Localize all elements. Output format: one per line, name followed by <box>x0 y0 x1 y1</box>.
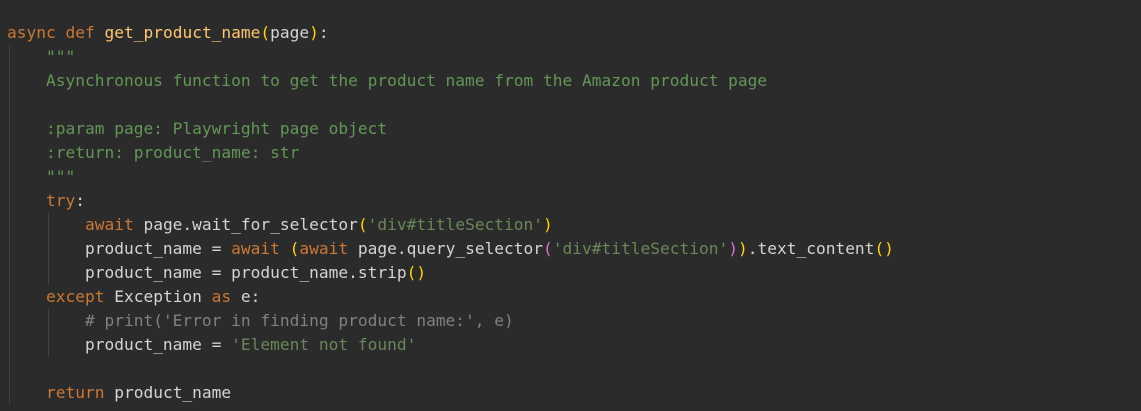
code-token: 'div#titleSection' <box>367 215 544 234</box>
code-token: : <box>75 191 85 210</box>
code-token: product_name = product_name.strip <box>84 263 407 282</box>
code-line[interactable]: except Exception as e: <box>0 285 1141 309</box>
code-line[interactable]: """ <box>0 165 1141 189</box>
code-token: 'Element not found' <box>231 335 417 354</box>
code-token: await <box>299 239 349 258</box>
indent-guide <box>48 309 49 333</box>
code-line[interactable] <box>0 357 1141 381</box>
code-token: page.query_selector <box>348 239 544 258</box>
code-token: as <box>211 287 232 306</box>
code-token: product_name = <box>84 335 232 354</box>
indent-guide <box>9 45 10 69</box>
indent-space <box>7 311 85 330</box>
code-token: product_name = <box>84 239 232 258</box>
code-token: ( <box>357 215 368 234</box>
code-token: :return: product_name: str <box>45 143 300 162</box>
indent-guide <box>48 261 49 285</box>
code-token <box>280 239 290 258</box>
code-token: ( <box>260 23 271 42</box>
code-token: """ <box>45 47 76 66</box>
code-line[interactable]: async def get_product_name(page): <box>0 21 1141 45</box>
code-token: return <box>45 383 105 402</box>
code-token: ( <box>289 239 300 258</box>
indent-guide <box>9 93 10 117</box>
code-line[interactable]: try: <box>0 189 1141 213</box>
code-token: e: <box>231 287 261 306</box>
indent-guide <box>9 309 10 333</box>
indent-guide <box>9 117 10 141</box>
code-token: except <box>45 287 105 306</box>
code-token: () <box>874 239 894 258</box>
indent-space <box>7 287 46 306</box>
indent-guide <box>9 141 10 165</box>
indent-guide <box>9 213 10 237</box>
indent-space <box>7 191 46 210</box>
code-token: ) <box>309 23 319 42</box>
indent-space <box>7 215 85 234</box>
indent-space <box>7 95 46 114</box>
code-token: Asynchronous function to get the product… <box>45 71 768 90</box>
indent-guide <box>9 333 10 357</box>
code-token: ) <box>728 239 738 258</box>
code-token: ) <box>543 215 553 234</box>
indent-space <box>7 167 46 186</box>
code-token: :param page: Playwright page object <box>45 119 388 138</box>
code-line[interactable]: :return: product_name: str <box>0 141 1141 165</box>
indent-guide <box>9 69 10 93</box>
indent-guide <box>9 261 10 285</box>
indent-guide <box>9 237 10 261</box>
indent-guide <box>48 333 49 357</box>
indent-guide <box>9 285 10 309</box>
indent-space <box>7 335 85 354</box>
code-token: """ <box>45 167 76 186</box>
code-line[interactable]: await page.wait_for_selector('div#titleS… <box>0 213 1141 237</box>
indent-guide <box>9 189 10 213</box>
code-line[interactable]: product_name = 'Element not found' <box>0 333 1141 357</box>
code-line[interactable]: product_name = product_name.strip() <box>0 261 1141 285</box>
code-token: get_product_name <box>104 23 261 42</box>
code-token: await <box>84 215 134 234</box>
code-token: page <box>270 23 310 42</box>
code-token: page.wait_for_selector <box>133 215 358 234</box>
indent-guide <box>9 381 10 405</box>
indent-space <box>7 143 46 162</box>
code-token: .text_content <box>747 239 875 258</box>
code-token: def <box>65 23 95 42</box>
indent-space <box>7 71 46 90</box>
code-token: 'div#titleSection' <box>552 239 729 258</box>
indent-space <box>7 359 46 378</box>
code-line[interactable]: """ <box>0 45 1141 69</box>
code-line[interactable]: product_name = await (await page.query_s… <box>0 237 1141 261</box>
code-token: # print('Error in finding product name:'… <box>84 311 514 330</box>
indent-guide <box>48 237 49 261</box>
indent-space <box>7 119 46 138</box>
code-token: : <box>318 23 329 42</box>
code-token: product_name <box>104 383 232 402</box>
indent-space <box>7 383 46 402</box>
code-token: try <box>45 191 76 210</box>
code-line[interactable]: return product_name <box>0 381 1141 405</box>
code-token: async <box>7 23 56 42</box>
code-token: ) <box>737 239 748 258</box>
indent-space <box>7 263 85 282</box>
code-line[interactable] <box>0 93 1141 117</box>
code-token: await <box>231 239 280 258</box>
code-token: () <box>406 263 427 282</box>
indent-space <box>7 239 85 258</box>
indent-space <box>7 47 46 66</box>
indent-guide <box>9 357 10 381</box>
code-token: ( <box>543 239 553 258</box>
indent-guide <box>9 165 10 189</box>
code-line[interactable]: Asynchronous function to get the product… <box>0 69 1141 93</box>
code-token: Exception <box>104 287 212 306</box>
code-line[interactable]: # print('Error in finding product name:'… <box>0 309 1141 333</box>
code-line[interactable]: :param page: Playwright page object <box>0 117 1141 141</box>
indent-guide <box>48 213 49 237</box>
